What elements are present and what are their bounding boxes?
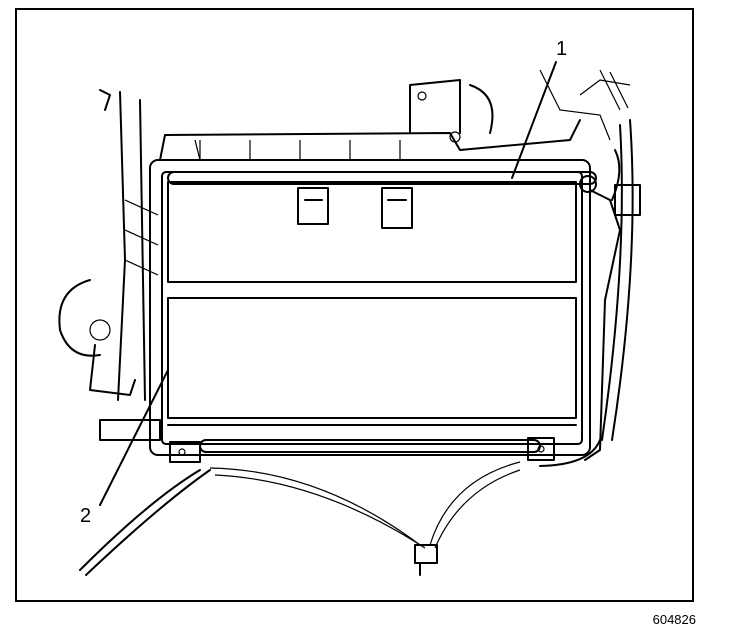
figure-number: 604826: [652, 612, 696, 627]
callout-label-2: 2: [80, 505, 92, 527]
figure-frame: [15, 8, 694, 602]
hvac-housing: [58, 69, 631, 441]
callout-label-1: 1: [556, 38, 568, 60]
evaporator-core: [149, 159, 621, 463]
wiring-harness: [79, 119, 641, 576]
callout-leaders: [99, 61, 557, 506]
